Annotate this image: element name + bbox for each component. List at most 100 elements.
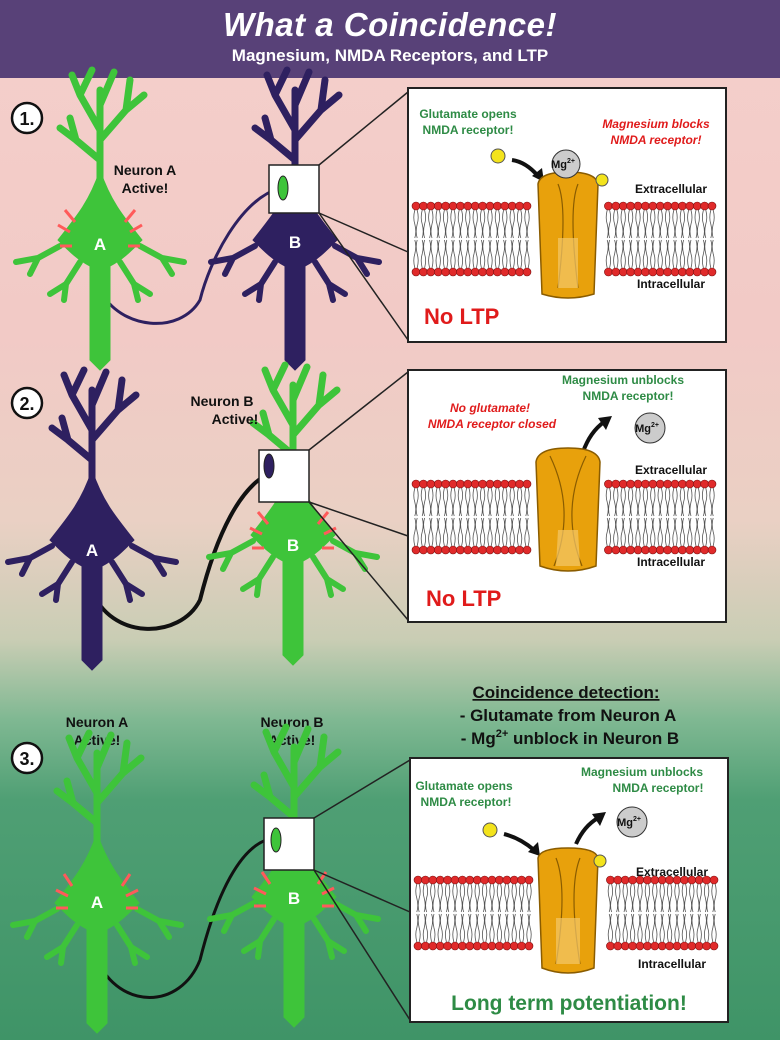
lipid-head xyxy=(641,201,650,211)
lipid-tail xyxy=(526,913,532,943)
lipid-head xyxy=(672,941,682,951)
lipid-head xyxy=(450,875,460,885)
lipid-head xyxy=(680,941,689,951)
title-banner: What a Coincidence! Magnesium, NMDA Rece… xyxy=(0,0,780,78)
lipid-tail xyxy=(620,239,626,269)
lipid-tail xyxy=(607,913,613,943)
lipid-head xyxy=(692,201,702,211)
lipid-tail xyxy=(511,913,517,943)
lipid-tail xyxy=(494,517,500,547)
lipid-head xyxy=(493,267,502,277)
neuron-b xyxy=(211,70,379,370)
lipid-head xyxy=(470,201,480,211)
lipid-head xyxy=(709,941,719,951)
lipid-tail xyxy=(642,209,648,239)
neuron-a xyxy=(13,733,181,1033)
lipid-tail xyxy=(667,913,673,943)
lipid-head xyxy=(700,545,709,555)
lipid-head xyxy=(655,267,665,277)
lipid-head xyxy=(515,267,524,277)
lipid-head xyxy=(626,545,635,555)
lipid-tail xyxy=(702,209,708,239)
result-label: No LTP xyxy=(424,304,499,329)
lipid-tail xyxy=(504,883,510,913)
lipid-tail xyxy=(496,883,502,913)
lipid-tail xyxy=(502,487,508,517)
nmda-channel xyxy=(537,847,599,974)
lipid-head xyxy=(613,875,623,885)
lipid-tail xyxy=(709,209,715,239)
lipid-tail xyxy=(422,913,428,943)
activity-marks xyxy=(57,209,143,248)
lipid-tail xyxy=(502,517,508,547)
lipid-head xyxy=(485,267,495,277)
lipid-head xyxy=(507,201,517,211)
lipid-head xyxy=(495,941,504,951)
lipid-head xyxy=(419,201,428,211)
page-subtitle: Magnesium, NMDA Receptors, and LTP xyxy=(231,46,549,65)
lipid-tail xyxy=(459,913,465,943)
lipid-tail xyxy=(437,913,443,943)
lipid-head xyxy=(456,267,465,277)
green-note: NMDA receptor! xyxy=(583,389,674,403)
lipid-tail xyxy=(509,517,515,547)
lipid-head xyxy=(500,201,510,211)
lipid-tail xyxy=(457,517,463,547)
lipid-head xyxy=(450,941,460,951)
lipid-tail xyxy=(504,913,510,943)
lipid-head xyxy=(678,267,687,277)
lipid-head xyxy=(515,479,524,489)
lipid-head xyxy=(433,267,443,277)
lipid-tail xyxy=(443,239,449,269)
lipid-head xyxy=(428,875,438,885)
green-note: NMDA receptor! xyxy=(423,123,514,137)
lipid-head xyxy=(628,941,637,951)
lipid-head xyxy=(448,545,458,555)
lipid-tail xyxy=(428,487,434,517)
lipid-head xyxy=(456,201,465,211)
lipid-tail xyxy=(467,913,473,943)
lipid-head xyxy=(618,201,628,211)
inset-1: Glutamate opens NMDA receptor! Magnesium… xyxy=(407,87,727,343)
activity-marks xyxy=(55,873,139,910)
lipid-head xyxy=(435,941,445,951)
lipid-tail xyxy=(465,209,471,239)
lipid-head xyxy=(502,941,512,951)
lipid-head xyxy=(524,941,534,951)
neuron-b xyxy=(210,727,378,1027)
lipid-tail xyxy=(472,517,478,547)
lipid-head xyxy=(443,875,452,885)
lipid-tail xyxy=(428,209,434,239)
lipid-tail xyxy=(452,913,458,943)
svg-text:Mg2+: Mg2+ xyxy=(551,158,575,171)
lipid-head xyxy=(618,479,628,489)
inset-2: No glutamate! NMDA receptor closed Magne… xyxy=(407,369,727,623)
coincidence-line: - Mg2+ unblock in Neuron B xyxy=(461,728,679,748)
lipid-head xyxy=(419,479,428,489)
extracellular-label: Extracellular xyxy=(636,865,708,879)
lipid-head xyxy=(685,479,695,489)
neuron-b-label: Active! xyxy=(212,411,259,427)
lipid-head xyxy=(517,941,526,951)
lipid-head xyxy=(633,267,643,277)
lipid-tail xyxy=(452,883,458,913)
lipid-tail xyxy=(472,239,478,269)
intracellular-label: Intracellular xyxy=(637,555,705,569)
lipid-head xyxy=(611,267,621,277)
lipid-tail xyxy=(650,517,656,547)
lipid-head xyxy=(478,267,487,277)
lipid-tail xyxy=(672,487,678,517)
lipid-tail xyxy=(628,487,634,517)
lipid-head xyxy=(478,545,487,555)
neuron-a-label: Neuron A xyxy=(66,714,128,730)
lipid-tail xyxy=(694,239,700,269)
lipid-tail xyxy=(687,517,693,547)
lipid-head xyxy=(655,479,665,489)
lipid-tail xyxy=(428,239,434,269)
lipid-tail xyxy=(622,913,628,943)
lipid-tail xyxy=(430,913,436,943)
lipid-tail xyxy=(657,209,663,239)
lipid-tail xyxy=(435,517,441,547)
lipid-tail xyxy=(657,239,663,269)
lipid-tail xyxy=(487,239,493,269)
